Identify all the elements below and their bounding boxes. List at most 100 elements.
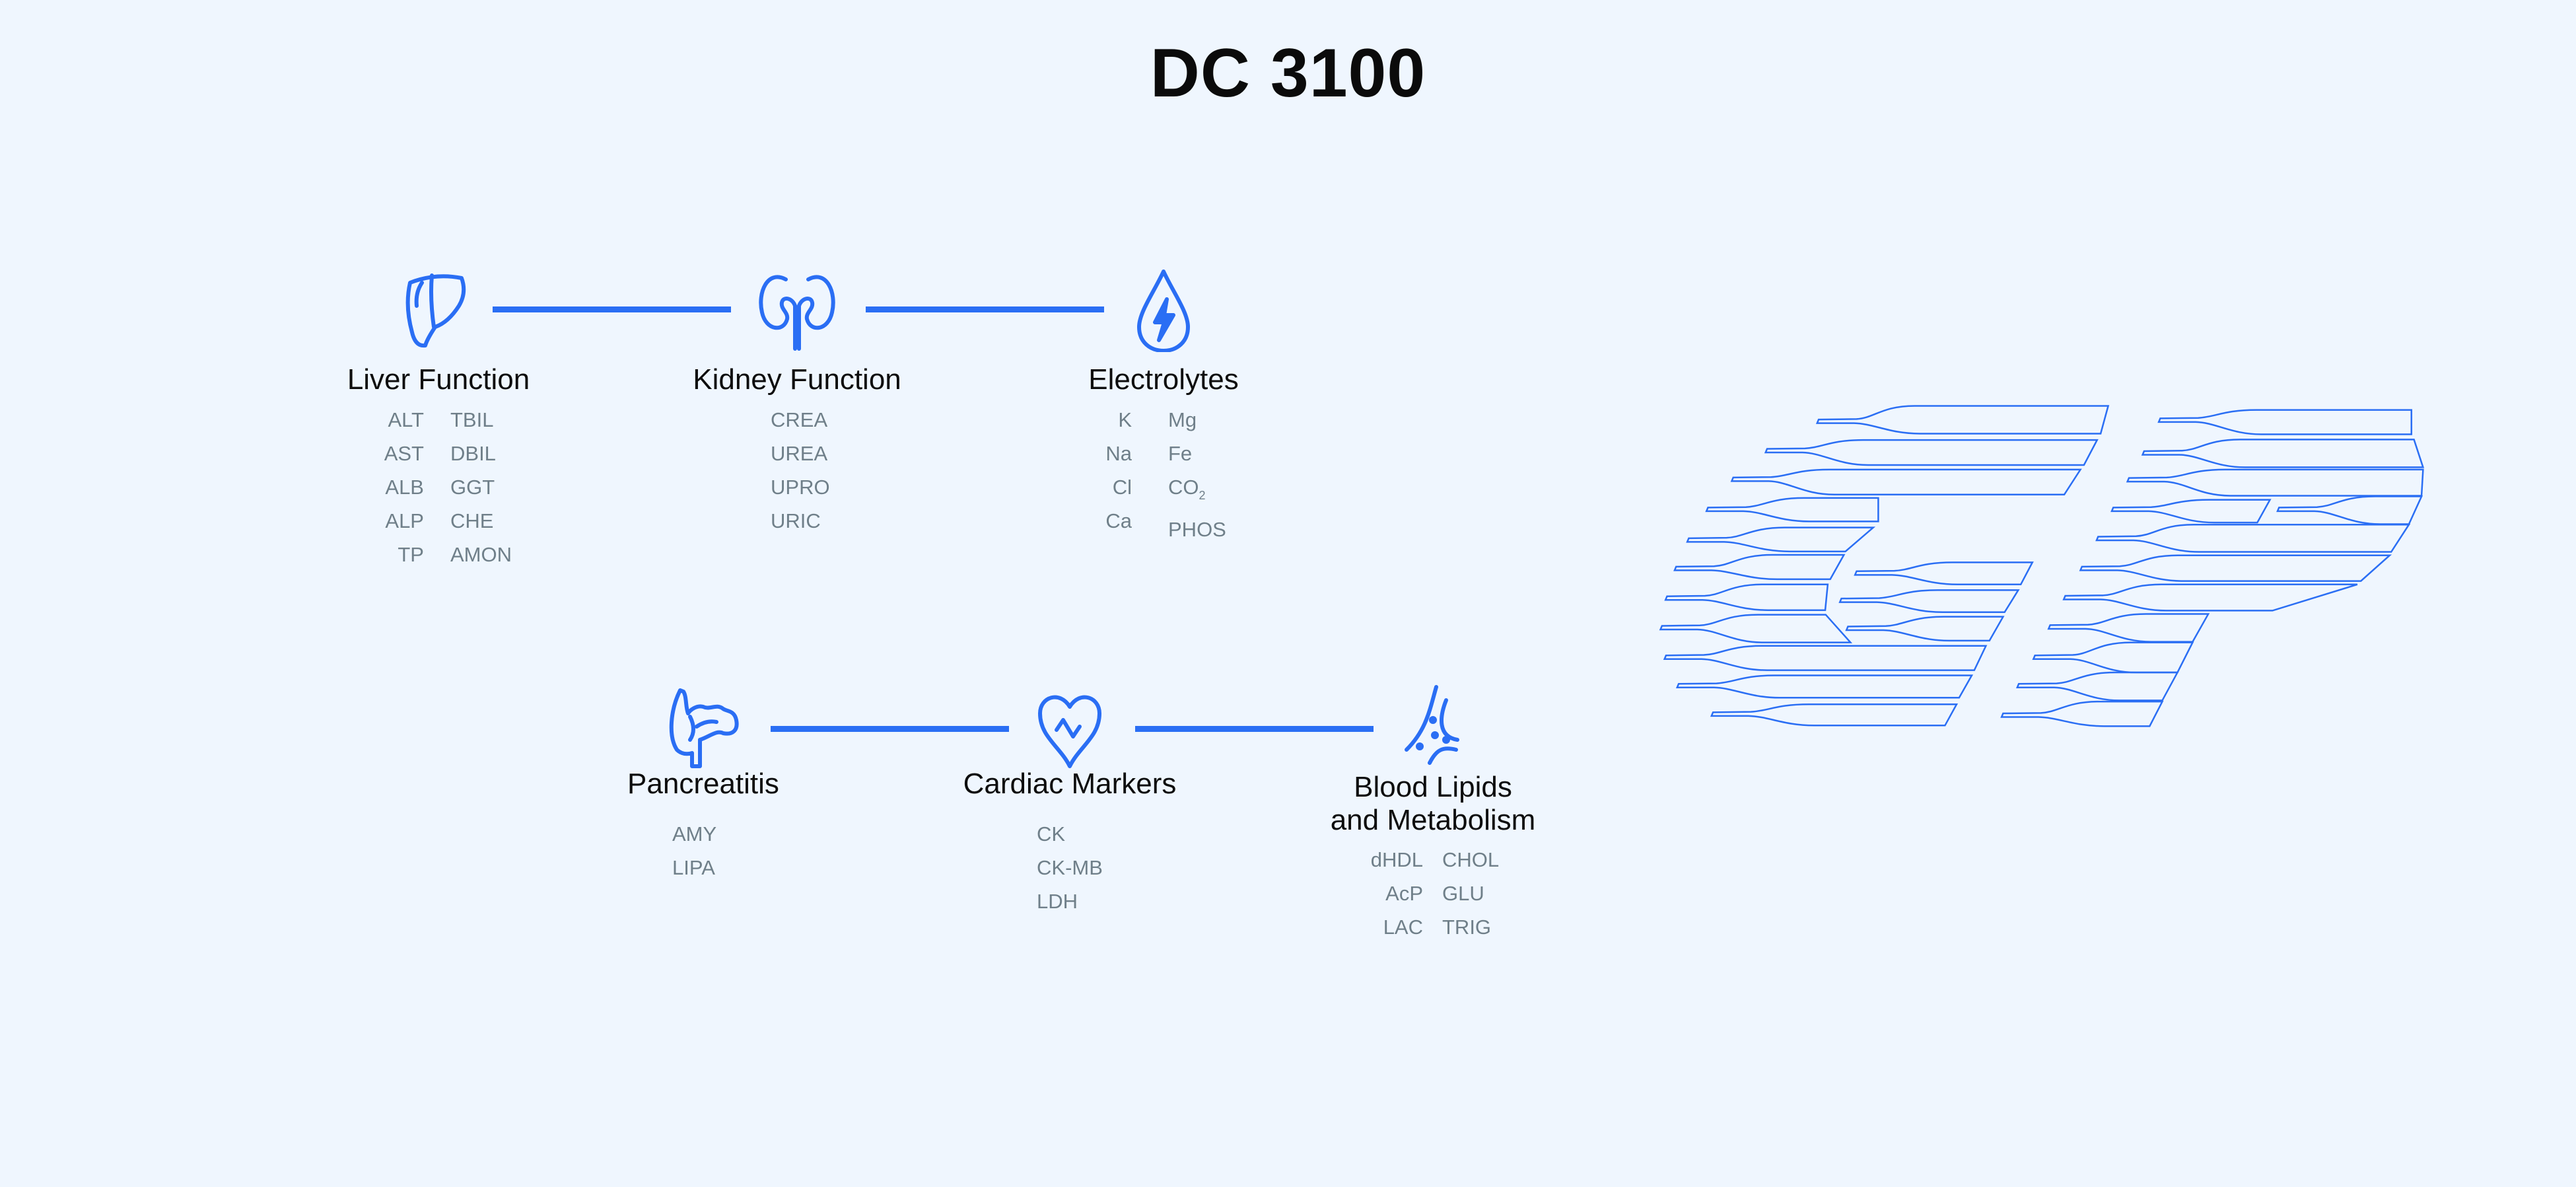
group-title-line: Cardiac Markers <box>963 768 1177 800</box>
analyte-item: AMY <box>672 817 716 851</box>
analyte-label: CREA <box>771 408 828 431</box>
group-title-line: Electrolytes <box>1088 363 1239 396</box>
connector-line <box>1135 726 1374 732</box>
analyte-column: CREA UREA UPRO URIC <box>771 403 830 538</box>
analyte-item: AMON <box>450 538 512 571</box>
logo-tube <box>2112 500 2270 522</box>
analyte-label: AMON <box>450 543 512 566</box>
logo-tube <box>1817 406 2108 433</box>
analyte-item: K <box>1105 403 1132 437</box>
analyte-item: CK <box>1037 817 1103 851</box>
analyte-item: CREA <box>771 403 830 437</box>
blood-vessel-icon <box>1390 684 1476 770</box>
analyte-item: PHOS <box>1168 513 1226 546</box>
analyte-item: Ca <box>1105 504 1132 538</box>
analyte-item: CHE <box>450 504 512 538</box>
logo-tube <box>1665 646 1986 670</box>
analyte-item: UPRO <box>771 470 830 504</box>
analyte-label: URIC <box>771 509 821 532</box>
page-title: DC 3100 <box>1150 35 1426 112</box>
analyte-label: AMY <box>672 822 717 845</box>
analyte-column: dHDL AcP LAC <box>1371 843 1423 944</box>
analyte-label: Na <box>1105 442 1132 465</box>
analyte-label: TP <box>398 543 424 566</box>
analyte-label: TRIG <box>1442 916 1492 939</box>
subscript: 2 <box>1199 489 1206 502</box>
pancreas-icon <box>660 684 746 770</box>
analyte-column: TBIL DBIL GGT CHE AMON <box>450 403 512 571</box>
logo-tube <box>2017 672 2178 700</box>
analyte-item: ALT <box>384 403 424 437</box>
logo-tube <box>1855 562 2033 584</box>
analyte-item: Cl <box>1105 470 1132 504</box>
logo-tube <box>1840 590 2018 612</box>
analyte-item: TRIG <box>1442 910 1499 944</box>
logo-tube <box>2002 701 2162 726</box>
analyte-label: CHE <box>450 509 494 532</box>
analyte-label: CO <box>1168 476 1199 499</box>
group-title: Kidney Function <box>632 363 962 396</box>
analyte-item: AcP <box>1371 877 1423 910</box>
logo-tube <box>2048 614 2208 642</box>
analyte-label: LDH <box>1037 890 1078 913</box>
analyte-label: GLU <box>1442 882 1484 905</box>
group-title: Liver Function <box>273 363 604 396</box>
logo-tube <box>1706 498 1878 521</box>
group-title: Cardiac Markers <box>905 768 1235 801</box>
analyte-item: GLU <box>1442 877 1499 910</box>
logo-tube <box>2081 556 2390 581</box>
analyte-item: Mg <box>1168 403 1226 437</box>
analyte-item: GGT <box>450 470 512 504</box>
logo-tube <box>1766 440 2097 465</box>
connector-line <box>493 306 731 312</box>
liver-icon <box>396 266 481 352</box>
analyte-label: UPRO <box>771 476 830 499</box>
analyte-label: CHOL <box>1442 848 1500 871</box>
group-title: Electrolytes <box>998 363 1329 396</box>
connector-line <box>771 726 1009 732</box>
analyte-item: LIPA <box>672 851 716 884</box>
analyte-label: LAC <box>1383 916 1423 939</box>
analyte-item: DBIL <box>450 437 512 470</box>
logo-tube <box>1846 617 2003 641</box>
analyte-label: K <box>1118 408 1132 431</box>
group-title-line: and Metabolism <box>1330 804 1536 836</box>
analyte-item: TP <box>384 538 424 571</box>
group-title-line: Pancreatitis <box>627 768 779 800</box>
analyte-label: PHOS <box>1168 518 1226 541</box>
logo-tube <box>2159 410 2412 435</box>
analyte-label: GGT <box>450 476 495 499</box>
logo-tube <box>2064 585 2357 611</box>
analyte-item: CK-MB <box>1037 851 1103 884</box>
logo-tube <box>2278 497 2421 524</box>
analyte-label: CK <box>1037 822 1066 845</box>
logo-tube <box>2033 643 2192 672</box>
analyte-item: URIC <box>771 504 830 538</box>
gp-logo-icon <box>1651 383 2443 740</box>
group-title-line: Kidney Function <box>693 363 901 396</box>
analyte-label: ALT <box>388 408 424 431</box>
analyte-label: Mg <box>1168 408 1197 431</box>
group-title: Pancreatitis <box>538 768 868 801</box>
logo-tube <box>1661 615 1851 643</box>
analyte-item: Na <box>1105 437 1132 470</box>
group-title-line: Blood Lipids <box>1354 771 1512 803</box>
logo-tube <box>2128 470 2423 496</box>
logo-tube <box>2143 439 2423 467</box>
analyte-label: Fe <box>1168 442 1193 465</box>
analyte-label: UREA <box>771 442 828 465</box>
kidney-icon <box>754 266 840 352</box>
analyte-label: dHDL <box>1370 848 1423 871</box>
analyte-item: dHDL <box>1371 843 1423 877</box>
analyte-label: LIPA <box>672 856 715 879</box>
analyte-column: AMY LIPA <box>672 817 716 884</box>
analyte-label: TBIL <box>450 408 494 431</box>
logo-tube <box>1675 555 1844 579</box>
analyte-item: AST <box>384 437 424 470</box>
analyte-item: ALB <box>384 470 424 504</box>
analyte-label: CK-MB <box>1037 856 1103 879</box>
analyte-label: ALB <box>385 476 424 499</box>
